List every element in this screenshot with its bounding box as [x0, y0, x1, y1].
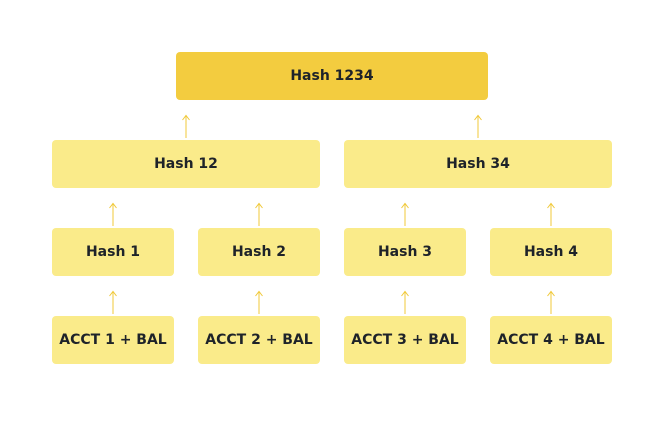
edge-acct3-to-hash3 [401, 290, 409, 314]
edge-acct2-to-hash2 [255, 290, 263, 314]
leaf-acct-1: ACCT 1 + BAL [52, 316, 174, 364]
node-hash-34: Hash 34 [344, 140, 612, 188]
node-hash-4: Hash 4 [490, 228, 612, 276]
edge-hash3-to-hash34 [401, 202, 409, 226]
edge-hash12-to-root [182, 114, 190, 138]
node-root-hash: Hash 1234 [176, 52, 488, 100]
node-hash-12: Hash 12 [52, 140, 320, 188]
edge-hash2-to-hash12 [255, 202, 263, 226]
edge-hash4-to-hash34 [547, 202, 555, 226]
edge-hash34-to-root [474, 114, 482, 138]
leaf-acct-3: ACCT 3 + BAL [344, 316, 466, 364]
edge-acct4-to-hash4 [547, 290, 555, 314]
edge-acct1-to-hash1 [109, 290, 117, 314]
node-hash-1: Hash 1 [52, 228, 174, 276]
leaf-acct-4: ACCT 4 + BAL [490, 316, 612, 364]
node-hash-3: Hash 3 [344, 228, 466, 276]
node-hash-2: Hash 2 [198, 228, 320, 276]
leaf-acct-2: ACCT 2 + BAL [198, 316, 320, 364]
edge-hash1-to-hash12 [109, 202, 117, 226]
